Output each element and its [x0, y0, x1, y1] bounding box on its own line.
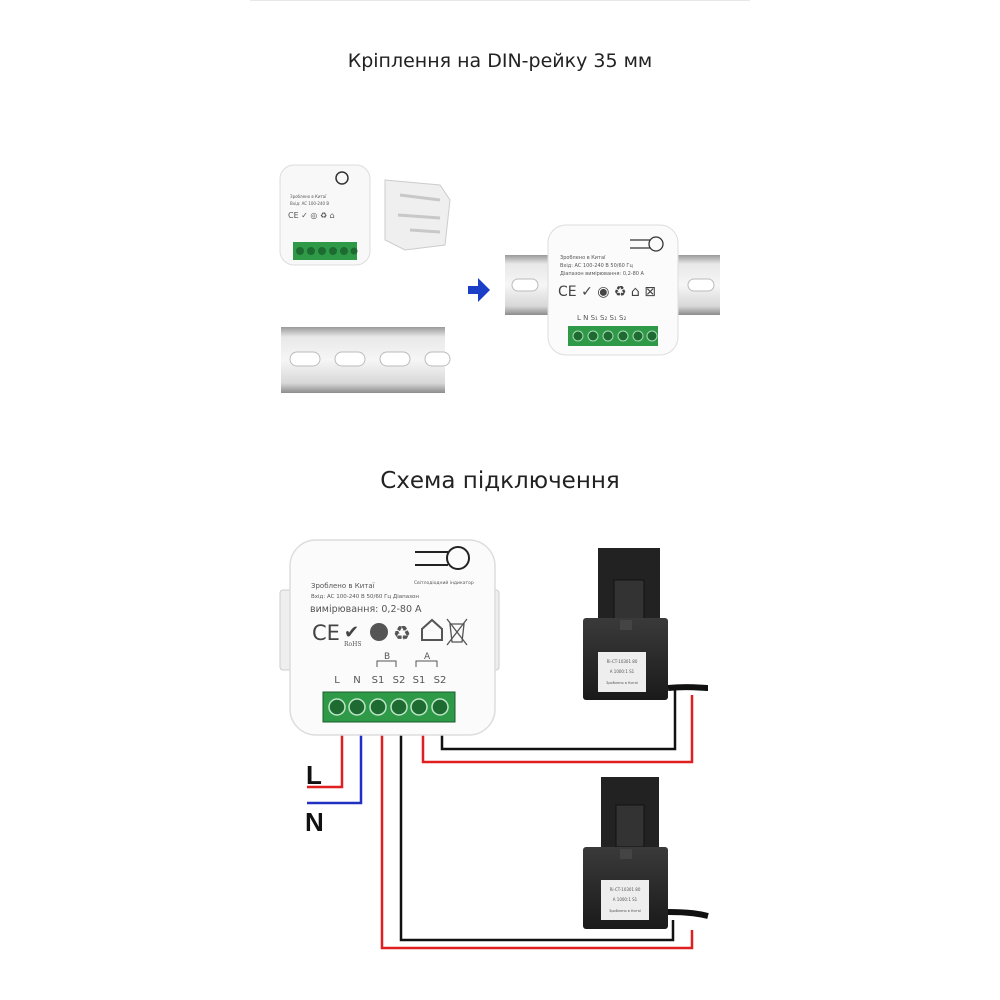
range-text: Діапазон вимірювання: 0,2-80 А	[560, 271, 645, 277]
green-dot-icon	[370, 623, 388, 641]
svg-text:Вхід: AC 100-240 В: Вхід: AC 100-240 В	[290, 201, 329, 206]
ct-model: Ri-CT-10301 80	[607, 659, 638, 664]
terminal-label-a-s1: S1	[413, 675, 426, 686]
recycle-icon: ♻	[393, 621, 411, 645]
ct-note: Зроблено в Китаї	[606, 681, 638, 685]
made-in-text: Зроблено в Китаї	[311, 582, 375, 590]
rohs-mark: RoHS	[344, 641, 361, 648]
terminal-label-a-s2: S2	[434, 675, 447, 686]
input-text: Вхід: AC 100-240 В 50/60 Гц Діапазон	[311, 594, 419, 600]
indicator-label: Світлодіодний індикатор	[414, 579, 474, 586]
channel-a-label: A	[424, 652, 431, 662]
divider	[250, 0, 750, 1]
svg-text:CE ✓ ◎ ♻ ⌂: CE ✓ ◎ ♻ ⌂	[288, 211, 335, 220]
range-text: вимірювання: 0,2-80 А	[310, 604, 422, 615]
din-rail	[281, 327, 451, 393]
terminal-label-l: L	[334, 675, 340, 686]
ct-ratio: A 1000:1 S1	[610, 669, 635, 674]
din-clip	[384, 179, 451, 251]
mounting-heading: Кріплення на DIN-рейку 35 мм	[347, 50, 653, 72]
channel-b-label: B	[384, 652, 390, 662]
line-label: L	[306, 760, 322, 790]
arrow-right-icon	[468, 278, 490, 302]
ce-mark: CE	[312, 621, 340, 645]
wire-ct-a-s2	[440, 690, 677, 751]
check-icon: ✔	[344, 622, 359, 643]
wire-l	[307, 733, 344, 789]
home-icon	[421, 618, 443, 641]
svg-text:L N S₁ S₂ S₁ S₂: L N S₁ S₂ S₁ S₂	[577, 314, 626, 322]
terminal-label-b-s1: S1	[372, 675, 385, 686]
svg-text:Зроблено в Китаї: Зроблено в Китаї	[290, 194, 327, 199]
ct-sensor-a: Ri-CT-10301 80 A 1000:1 S1 Зроблено в Ки…	[583, 548, 709, 700]
wire-ct-a-s1	[421, 695, 694, 764]
ct-sensor-b: Ri-CT-10301 80 A 1000:1 S1 Зроблено в Ки…	[583, 777, 709, 929]
terminal-label-n: N	[353, 675, 360, 686]
ct-note: Зроблено в Китаї	[609, 909, 641, 913]
wire-n	[307, 733, 363, 805]
wire-ct-b-s2	[399, 733, 675, 942]
made-in-text: Зроблено в Китаї	[560, 255, 606, 261]
small-device: Зроблено в Китаї Вхід: AC 100-240 В CE ✓…	[279, 164, 371, 266]
main-device: Світлодіодний індикатор Зроблено в Китаї…	[279, 539, 500, 736]
input-text: Вхід: AC 100-240 В 50/60 Гц	[560, 263, 633, 269]
mounted-device: Зроблено в Китаї Вхід: AC 100-240 В 50/6…	[505, 224, 720, 356]
weee-bin-icon	[446, 618, 468, 646]
wires	[307, 690, 694, 950]
neutral-label: N	[305, 807, 324, 837]
wiring-heading: Схема підключення	[380, 468, 620, 494]
ct-ratio: A 1000:1 S1	[613, 897, 638, 902]
wire-ct-b-s1	[380, 733, 694, 950]
ct-model: Ri-CT-10301 80	[610, 887, 641, 892]
svg-text:CE ✓ ◉ ♻ ⌂ ⊠: CE ✓ ◉ ♻ ⌂ ⊠	[558, 284, 656, 300]
terminal-label-b-s2: S2	[393, 675, 406, 686]
